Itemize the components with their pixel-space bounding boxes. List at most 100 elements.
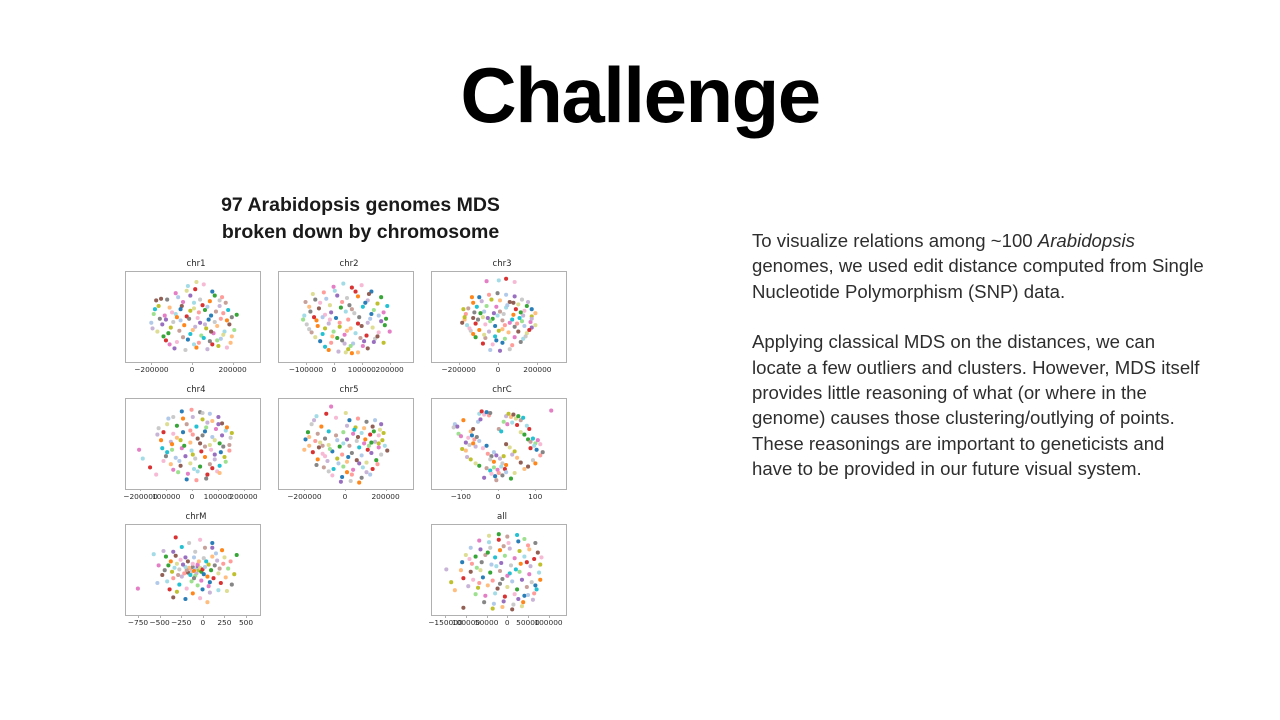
data-point: [305, 429, 311, 435]
data-point: [183, 597, 188, 602]
data-point: [377, 427, 382, 432]
data-point: [375, 334, 380, 339]
data-point: [161, 334, 166, 339]
data-point: [497, 298, 503, 303]
data-point: [223, 428, 228, 433]
tick-mark: [192, 362, 193, 365]
data-point: [478, 547, 483, 552]
data-point: [489, 562, 494, 567]
tick-mark: [345, 488, 346, 492]
data-point: [227, 448, 232, 453]
data-point: [165, 297, 170, 302]
data-point: [494, 564, 499, 569]
data-point: [360, 344, 365, 349]
data-point: [461, 606, 466, 611]
data-point: [330, 473, 335, 478]
data-point: [188, 309, 193, 314]
tick-label: 100000: [534, 618, 563, 628]
data-point: [313, 297, 318, 302]
data-point: [370, 325, 375, 330]
data-point: [353, 289, 358, 294]
data-point: [486, 534, 492, 539]
data-point: [483, 336, 488, 341]
data-point: [205, 472, 210, 477]
plot-area-chr2: [278, 271, 414, 364]
data-point: [161, 549, 166, 554]
plot-area-chr3: [431, 271, 567, 364]
data-point: [362, 339, 367, 344]
data-point: [504, 293, 509, 298]
data-point: [533, 461, 538, 466]
data-point: [473, 461, 478, 466]
data-point: [315, 324, 320, 329]
data-point: [161, 458, 166, 463]
data-point: [183, 555, 188, 560]
data-point: [507, 546, 512, 551]
data-point: [183, 453, 188, 459]
data-point: [207, 580, 212, 585]
data-point: [222, 329, 227, 334]
data-point: [348, 344, 353, 349]
data-point: [510, 343, 515, 348]
data-point: [513, 307, 518, 312]
data-point: [154, 298, 159, 303]
data-point: [212, 320, 217, 325]
data-point: [518, 460, 523, 465]
data-point: [218, 449, 223, 455]
data-point: [337, 444, 342, 449]
data-point: [194, 424, 199, 429]
data-point: [155, 581, 160, 586]
tick-label: −150000: [428, 618, 463, 628]
data-point: [137, 447, 142, 452]
data-point: [210, 541, 215, 546]
data-point: [200, 410, 205, 415]
data-point: [228, 341, 233, 346]
data-point: [206, 562, 211, 567]
data-point: [370, 466, 375, 471]
data-point: [168, 559, 173, 564]
data-point: [499, 464, 504, 469]
data-point: [504, 469, 509, 475]
tick-label: −200000: [287, 491, 322, 501]
data-point: [182, 571, 187, 576]
data-point: [166, 563, 171, 568]
data-point: [326, 442, 331, 447]
plot-area-chrC: [431, 397, 567, 490]
tick-mark: [166, 488, 168, 492]
data-point: [359, 430, 364, 435]
data-point: [341, 464, 346, 469]
data-point: [193, 550, 198, 555]
data-point: [202, 546, 208, 551]
data-point: [489, 471, 494, 476]
data-point: [493, 591, 498, 596]
data-point: [217, 304, 222, 309]
data-point: [478, 417, 483, 422]
data-point: [182, 443, 187, 448]
data-point: [516, 302, 521, 307]
data-point: [499, 429, 504, 434]
data-point: [178, 558, 183, 563]
tick-mark: [389, 362, 391, 365]
data-point: [497, 582, 503, 587]
tick-mark: [548, 615, 550, 618]
data-point: [346, 317, 351, 322]
data-point: [485, 451, 490, 456]
data-point: [355, 294, 361, 299]
data-point: [318, 339, 323, 344]
data-point: [349, 307, 354, 312]
data-point: [526, 300, 531, 305]
plot-area-all: [431, 524, 567, 617]
data-point: [528, 320, 533, 325]
data-point: [524, 331, 529, 336]
data-point: [533, 323, 538, 328]
data-point: [168, 461, 173, 467]
tick-label: 100000: [347, 365, 376, 375]
data-point: [365, 447, 370, 452]
data-point: [472, 310, 477, 315]
data-point: [480, 341, 485, 346]
data-point: [309, 421, 314, 427]
data-point: [385, 448, 390, 453]
